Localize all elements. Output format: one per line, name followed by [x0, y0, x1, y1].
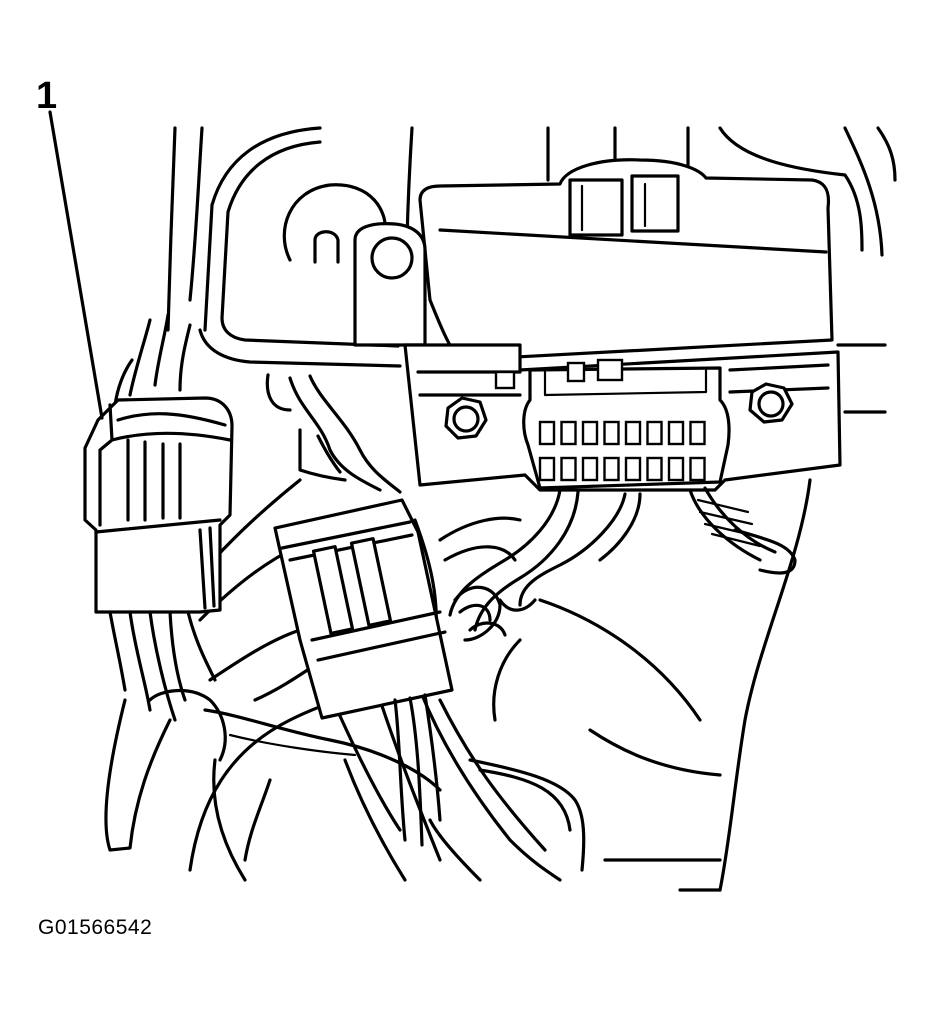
- dlc-pin: [538, 420, 556, 446]
- center-harness-connector: [273, 498, 454, 847]
- figure-id: G01566542: [38, 916, 153, 939]
- dlc-pin: [560, 420, 577, 446]
- control-module: [418, 158, 834, 362]
- dlc-pin: [603, 420, 620, 446]
- dlc-pin: [581, 456, 599, 482]
- harness-connector-callout-1: [83, 313, 442, 852]
- dlc-pin-array: [538, 420, 706, 482]
- dlc-pin: [689, 420, 706, 446]
- dlc-pin: [560, 456, 577, 482]
- dash-panel-outline: [166, 126, 897, 414]
- dlc-pin: [624, 420, 642, 446]
- dlc-pin: [538, 456, 556, 482]
- dlc-pin: [689, 456, 706, 482]
- mounting-bolt-left: [444, 396, 488, 440]
- data-link-connector: [494, 358, 731, 490]
- callout-number: 1: [36, 75, 57, 117]
- dlc-pin: [667, 456, 685, 482]
- dlc-pin: [646, 420, 663, 446]
- callout-leader-line: [48, 110, 104, 420]
- dlc-pin: [646, 456, 663, 482]
- dlc-pin: [624, 456, 642, 482]
- dlc-pin: [603, 456, 620, 482]
- mounting-bolt-right: [748, 382, 794, 424]
- dlc-pin: [581, 420, 599, 446]
- callout-1: 1: [36, 75, 104, 420]
- dlc-pin: [667, 420, 685, 446]
